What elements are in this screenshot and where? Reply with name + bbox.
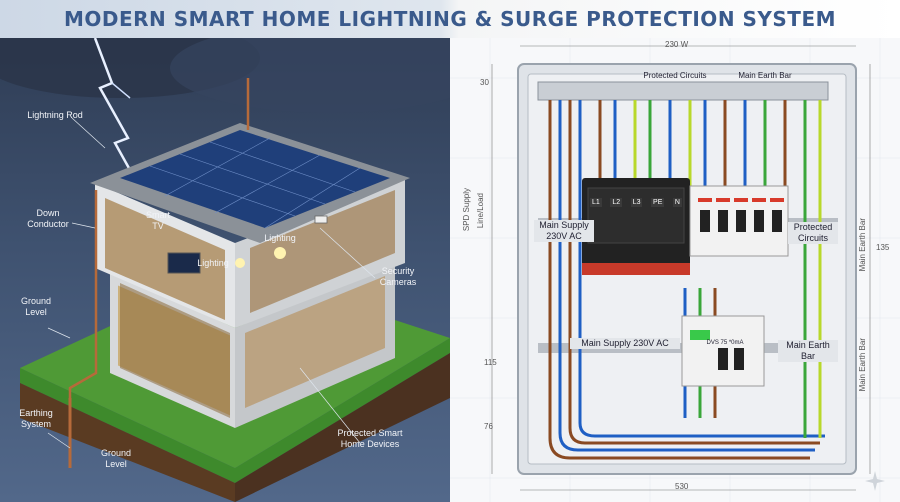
page-title: MODERN SMART HOME LIGHTNING & SURGE PROT…: [0, 0, 900, 38]
ground-block: [20, 338, 450, 483]
security-camera-icon: [314, 215, 328, 224]
label-rcd: DVS 75 *0mA: [706, 340, 744, 346]
spd-module-label: L1: [590, 198, 602, 207]
dim-76: 76: [484, 422, 493, 431]
label-smart-tv: Smart TV: [145, 210, 170, 231]
label-protected-circuits: Protected Circuits: [788, 222, 838, 244]
smart-tv-icon: [167, 252, 201, 274]
top-bus-bar: [537, 81, 829, 101]
dim-135: 135: [876, 243, 890, 252]
dim-115: 115: [484, 358, 497, 367]
house-scene: [0, 38, 450, 502]
label-down-conductor: Down Conductor: [27, 208, 69, 229]
sparkle-icon: [865, 471, 885, 491]
dim-top: 230 W: [665, 40, 689, 49]
label-protected-devices: Protected Smart Home Devices: [337, 428, 403, 449]
panel-diagram: 230 W Protected Circuits Main Earth Bar …: [450, 38, 900, 502]
label-main-earth-bar-bottom: Main Earth Bar: [778, 340, 838, 362]
label-main-supply-bottom: Main Supply 230V AC: [570, 338, 680, 349]
label-lighting-lower: Lighting: [197, 258, 229, 268]
label-lighting-upper: Lighting: [264, 233, 296, 243]
label-main-supply-spd: Main Supply 230V AC: [534, 220, 594, 242]
label-spd-supply: SPD Supply: [462, 188, 471, 232]
spd-module-label: L2: [610, 198, 623, 207]
dim-530: 530: [675, 482, 689, 491]
label-line-load: Line/Load: [476, 193, 485, 229]
house-illustration: Lightning Rod Down Conductor Smart TV Li…: [0, 38, 450, 502]
spd-module-row: L1 L2 L3 PE N: [590, 198, 682, 207]
dim-30: 30: [480, 78, 489, 87]
label-main-earth-bar-side2: Main Earth Bar: [858, 338, 867, 392]
panel-wiring: [450, 38, 900, 502]
spd-module-label: N: [672, 198, 682, 207]
label-earthing-system: Earthing System: [19, 408, 53, 429]
light-icon: [274, 247, 286, 259]
lightning-bolt-icon: [93, 38, 142, 189]
label-security-cameras: Security Cameras: [379, 266, 417, 287]
spd-module-label: PE: [651, 198, 665, 207]
label-main-earth-bar-top: Main Earth Bar: [738, 71, 792, 80]
label-ground-level-top: Ground Level: [20, 296, 52, 317]
label-ground-level-bottom: Ground Level: [100, 448, 132, 469]
label-protected-circuits-top: Protected Circuits: [643, 71, 707, 80]
label-lightning-rod: Lightning Rod: [27, 110, 83, 120]
spd-module-label: L3: [630, 198, 643, 207]
label-main-earth-bar-side1: Main Earth Bar: [858, 218, 867, 272]
